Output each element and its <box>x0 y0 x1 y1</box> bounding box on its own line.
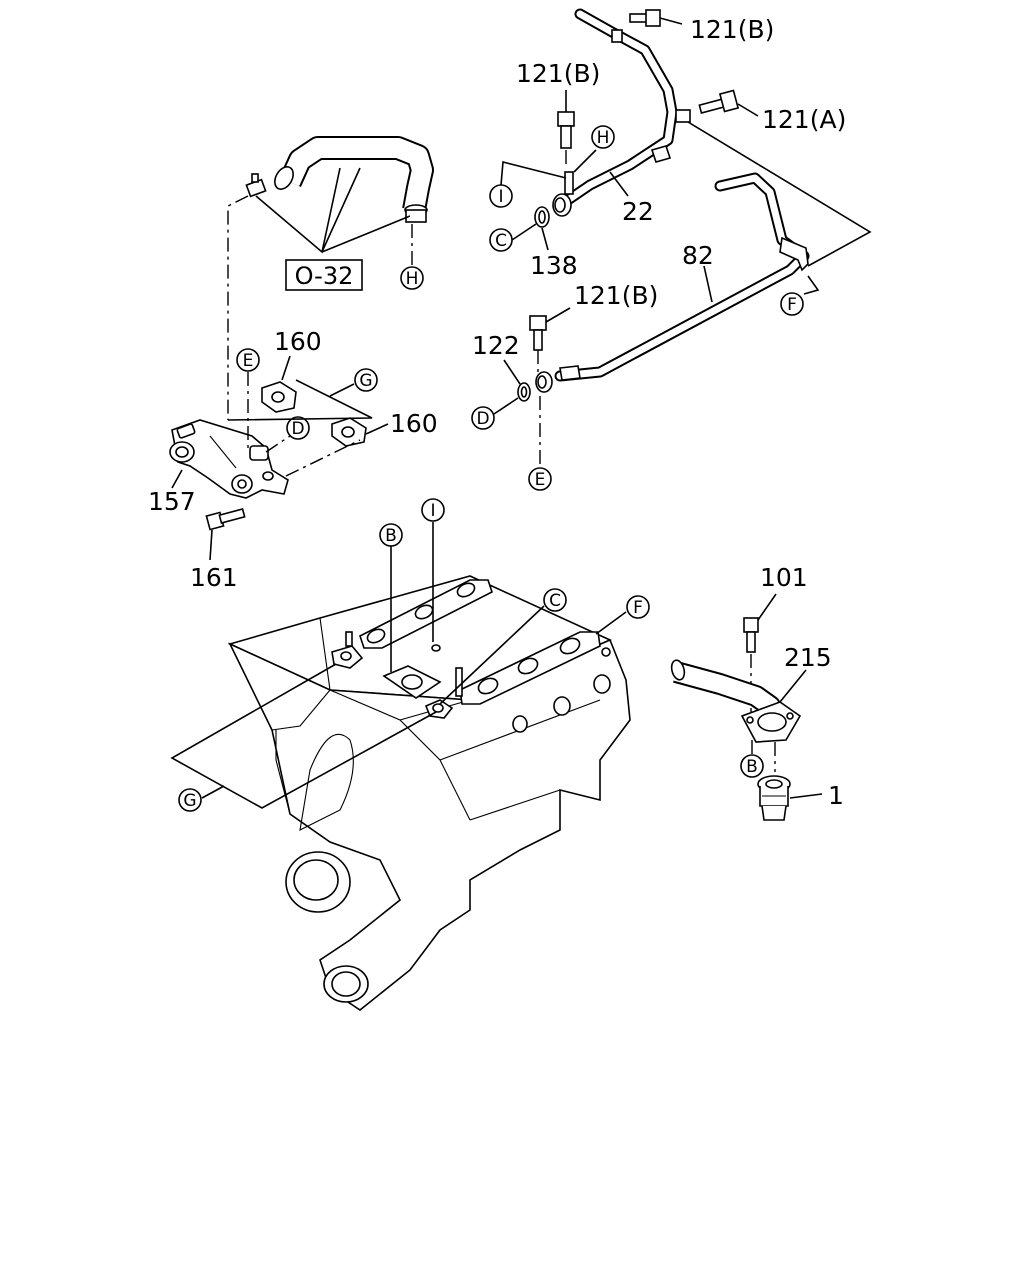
hose-clip-upper <box>245 173 267 198</box>
thermostat-1 <box>757 775 791 821</box>
svg-text:H: H <box>597 128 610 148</box>
pipe-22-bracket-side <box>675 109 691 123</box>
callout-h-hose: H <box>400 266 424 290</box>
part-number-157: 157 <box>148 487 196 516</box>
svg-text:F: F <box>633 598 643 618</box>
bolt-121b-mid <box>557 90 575 168</box>
callout-f-engine: F <box>626 595 650 619</box>
pipe-82-bracket <box>779 236 809 272</box>
part-number-121b-mid: 121(B) <box>516 59 600 88</box>
callout-c-engine: C <box>543 588 567 612</box>
part-number-121b-low: 121(B) <box>574 281 658 310</box>
pipe-22-bleed-nipple <box>564 171 574 195</box>
svg-text:C: C <box>549 591 561 611</box>
deck-stud-2 <box>455 667 463 697</box>
callout-b-engine: B <box>379 523 403 547</box>
deck-plug <box>431 644 441 652</box>
part-number-22: 22 <box>622 197 654 226</box>
part-number-160-a: 160 <box>274 327 322 356</box>
part-number-121a: 121(A) <box>762 105 846 134</box>
svg-text:E: E <box>243 351 254 371</box>
callout-i-engine: I <box>421 498 445 522</box>
bolt-121b-top <box>629 9 683 27</box>
pipe-82-flange <box>559 365 581 381</box>
callout-c-top: C <box>489 228 513 252</box>
callout-g-bottom: G <box>178 788 202 812</box>
svg-text:D: D <box>291 419 304 439</box>
svg-text:E: E <box>535 470 546 490</box>
callout-e-left: E <box>236 348 260 372</box>
svg-text:B: B <box>746 757 758 777</box>
callout-d-left: D <box>286 416 310 440</box>
bolt-161 <box>205 508 246 561</box>
svg-text:G: G <box>359 371 372 391</box>
callout-e-right: E <box>528 467 552 491</box>
part-number-215: 215 <box>784 643 832 672</box>
part-number-161: 161 <box>190 563 238 592</box>
bolt-121b-low <box>529 307 571 372</box>
part-number-122: 122 <box>472 331 520 360</box>
deck-stud-1 <box>345 631 353 647</box>
gasket-160-lower <box>331 417 367 447</box>
callout-d-right: D <box>471 406 495 430</box>
thermostat-seat <box>382 665 442 699</box>
water-outlet-housing-157 <box>169 419 289 499</box>
bypass-hose <box>274 136 434 216</box>
bolt-101 <box>743 593 777 714</box>
manifold-gasket-lower <box>459 631 601 705</box>
callout-h-top: H <box>591 125 615 149</box>
part-number-101: 101 <box>760 563 808 592</box>
svg-text:G: G <box>183 791 196 811</box>
svg-text:I: I <box>430 501 435 521</box>
svg-text:C: C <box>495 231 507 251</box>
part-number-160-b: 160 <box>390 409 438 438</box>
svg-text:F: F <box>787 295 797 315</box>
hose-clip-lower <box>405 209 427 223</box>
callout-f-right: F <box>780 292 804 316</box>
svg-text:H: H <box>406 269 419 289</box>
water-pipe-82 <box>535 172 810 393</box>
callout-b-therm: B <box>740 754 764 778</box>
svg-text:I: I <box>498 187 503 207</box>
gasket-160-upper <box>261 381 297 413</box>
callout-i-top: I <box>489 184 513 208</box>
part-number-1: 1 <box>828 781 844 810</box>
part-number-82: 82 <box>682 241 714 270</box>
pipe-22-clip <box>650 145 672 163</box>
deck-flange-left <box>331 645 364 669</box>
part-number-121b-top: 121(B) <box>690 15 774 44</box>
pipe-22-bracket-top <box>611 29 623 43</box>
svg-text:O-32: O-32 <box>295 262 354 290</box>
reference-box-o-32: O-32 <box>285 259 363 291</box>
part-number-138: 138 <box>530 251 578 280</box>
svg-text:B: B <box>385 526 397 546</box>
water-pipe-22 <box>552 8 691 217</box>
thermostat-outlet-pipe-215 <box>670 659 802 743</box>
callout-g-left: G <box>354 368 378 392</box>
svg-text:D: D <box>476 409 489 429</box>
bolt-121a <box>698 89 759 117</box>
manifold-gasket-upper <box>359 579 493 649</box>
